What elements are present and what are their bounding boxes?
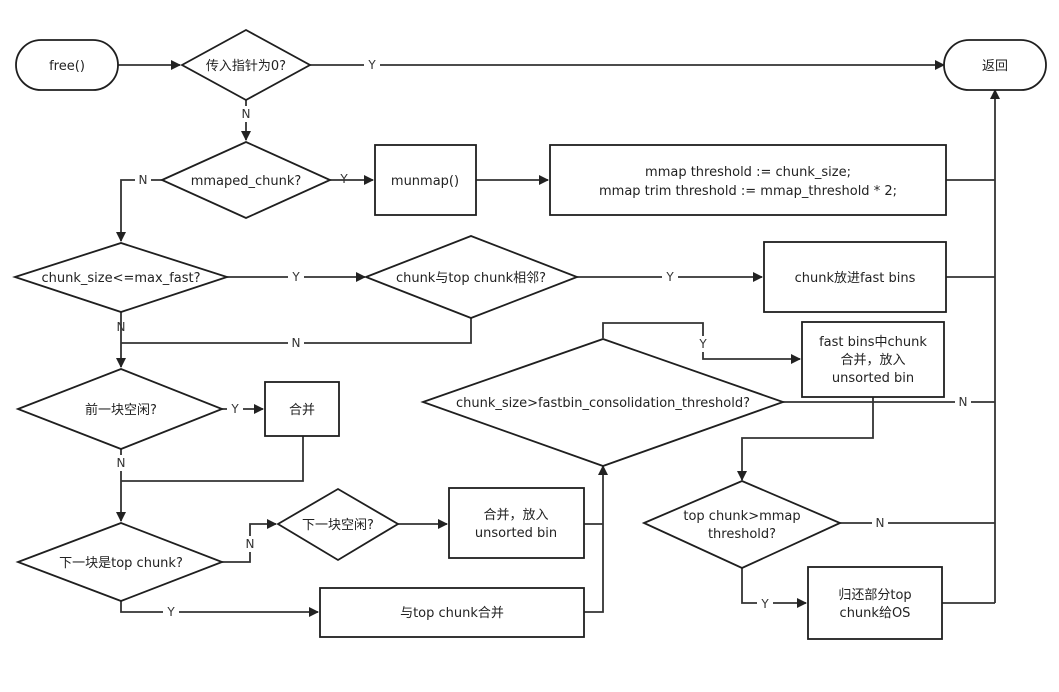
thresholds-line-2: mmap trim threshold := mmap_threshold * … xyxy=(599,184,897,199)
decision-adjacent-top: chunk与top chunk相邻? xyxy=(363,235,580,319)
edge-label-consolidation-yes: Y xyxy=(698,337,707,351)
process-to-fastbins: chunk放进fast bins xyxy=(763,241,947,313)
edge-nexttop-yes xyxy=(120,601,319,617)
consolidate-fastbins-line-1: fast bins中chunk xyxy=(819,335,927,350)
edge-label-maxfast-yes: Y xyxy=(291,270,300,284)
return-os-line-2: chunk给OS xyxy=(840,606,911,621)
decision-pointer-zero-label: 传入指针为0? xyxy=(206,59,286,74)
end-node-label: 返回 xyxy=(982,59,1008,74)
decision-size-le-max-fast: chunk_size<=max_fast? xyxy=(12,242,230,313)
edge-merge-down xyxy=(121,436,304,482)
decision-next-free-label: 下一块空闲? xyxy=(302,518,374,533)
edge-label-prevfree-yes: Y xyxy=(230,402,239,416)
decision-consolidation-threshold-label: chunk_size>fastbin_consolidation_thresho… xyxy=(456,396,750,411)
edge-mmaped-no xyxy=(116,179,162,242)
edge-label-adjacent-yes: Y xyxy=(665,270,674,284)
process-munmap: munmap() xyxy=(374,144,477,216)
process-merge-top: 与top chunk合并 xyxy=(319,587,585,638)
merge-unsorted-line-1: 合并，放入 xyxy=(483,508,548,523)
process-update-thresholds: mmap threshold := chunk_size; mmap trim … xyxy=(549,144,947,216)
decision-top-gt-mmap-line-2: threshold? xyxy=(708,527,776,542)
process-consolidate-fastbins: fast bins中chunk 合并，放入 unsorted bin xyxy=(801,321,945,398)
decision-next-is-top-label: 下一块是top chunk? xyxy=(59,556,183,571)
decision-top-gt-mmap-line-1: top chunk>mmap xyxy=(683,509,800,524)
edge-consolidation-yes xyxy=(602,322,801,364)
decision-mmaped-chunk-label: mmaped_chunk? xyxy=(191,174,302,189)
edge-adjacent-no xyxy=(121,318,472,344)
consolidate-fastbins-line-2: 合并，放入 xyxy=(840,353,905,368)
start-node: free() xyxy=(15,39,119,91)
decision-pointer-zero: 传入指针为0? xyxy=(180,28,312,102)
edge-label-prevfree-no: N xyxy=(117,456,126,470)
start-node-label: free() xyxy=(49,59,85,74)
decision-next-free: 下一块空闲? xyxy=(276,487,400,562)
edge-fastbins-merge-down xyxy=(737,397,874,481)
decision-adjacent-top-label: chunk与top chunk相邻? xyxy=(396,271,546,286)
process-merge-to-unsorted: 合并，放入 unsorted bin xyxy=(448,487,585,559)
thresholds-line-1: mmap threshold := chunk_size; xyxy=(645,165,851,180)
process-merge-prev-label: 合并 xyxy=(289,403,315,418)
process-merge-prev: 合并 xyxy=(264,381,340,437)
edge-label-ptr-yes: Y xyxy=(367,58,376,72)
edge-label-mmaped-no: N xyxy=(139,173,148,187)
end-node: 返回 xyxy=(943,39,1047,91)
decision-size-le-max-fast-label: chunk_size<=max_fast? xyxy=(41,271,200,286)
decision-prev-free-label: 前一块空闲? xyxy=(85,402,157,418)
process-munmap-label: munmap() xyxy=(391,174,459,189)
edge-labels: Y N Y N Y Y N N Y N N Y Y N N Y xyxy=(113,57,971,620)
process-to-fastbins-label: chunk放进fast bins xyxy=(795,271,916,286)
process-merge-top-label: 与top chunk合并 xyxy=(400,606,504,621)
merge-unsorted-line-2: unsorted bin xyxy=(475,526,557,541)
edge-label-mmaped-yes: Y xyxy=(339,172,348,186)
decision-prev-free: 前一块空闲? xyxy=(15,368,225,450)
decision-next-is-top: 下一块是top chunk? xyxy=(15,522,225,602)
edge-label-topmmap-no: N xyxy=(876,516,885,530)
consolidate-fastbins-line-3: unsorted bin xyxy=(832,371,914,386)
decision-consolidation-threshold: chunk_size>fastbin_consolidation_thresho… xyxy=(420,338,786,467)
return-os-line-1: 归还部分top xyxy=(838,588,911,603)
edge-label-adjacent-no: N xyxy=(292,336,301,350)
decision-top-gt-mmap: top chunk>mmap threshold? xyxy=(641,480,843,569)
edge-label-nexttop-no: N xyxy=(246,537,255,551)
process-return-to-os: 归还部分top chunk给OS xyxy=(807,566,943,640)
edge-label-maxfast-no: N xyxy=(117,320,126,334)
decision-mmaped-chunk: mmaped_chunk? xyxy=(159,141,333,219)
edge-topmmap-yes xyxy=(741,568,807,608)
edge-label-topmmap-yes: Y xyxy=(760,597,769,611)
edge-label-ptr-no: N xyxy=(242,107,251,121)
edge-label-consolidation-no: N xyxy=(959,395,968,409)
edge-label-nexttop-yes: Y xyxy=(166,605,175,619)
edge-mergetop-up xyxy=(584,465,608,613)
